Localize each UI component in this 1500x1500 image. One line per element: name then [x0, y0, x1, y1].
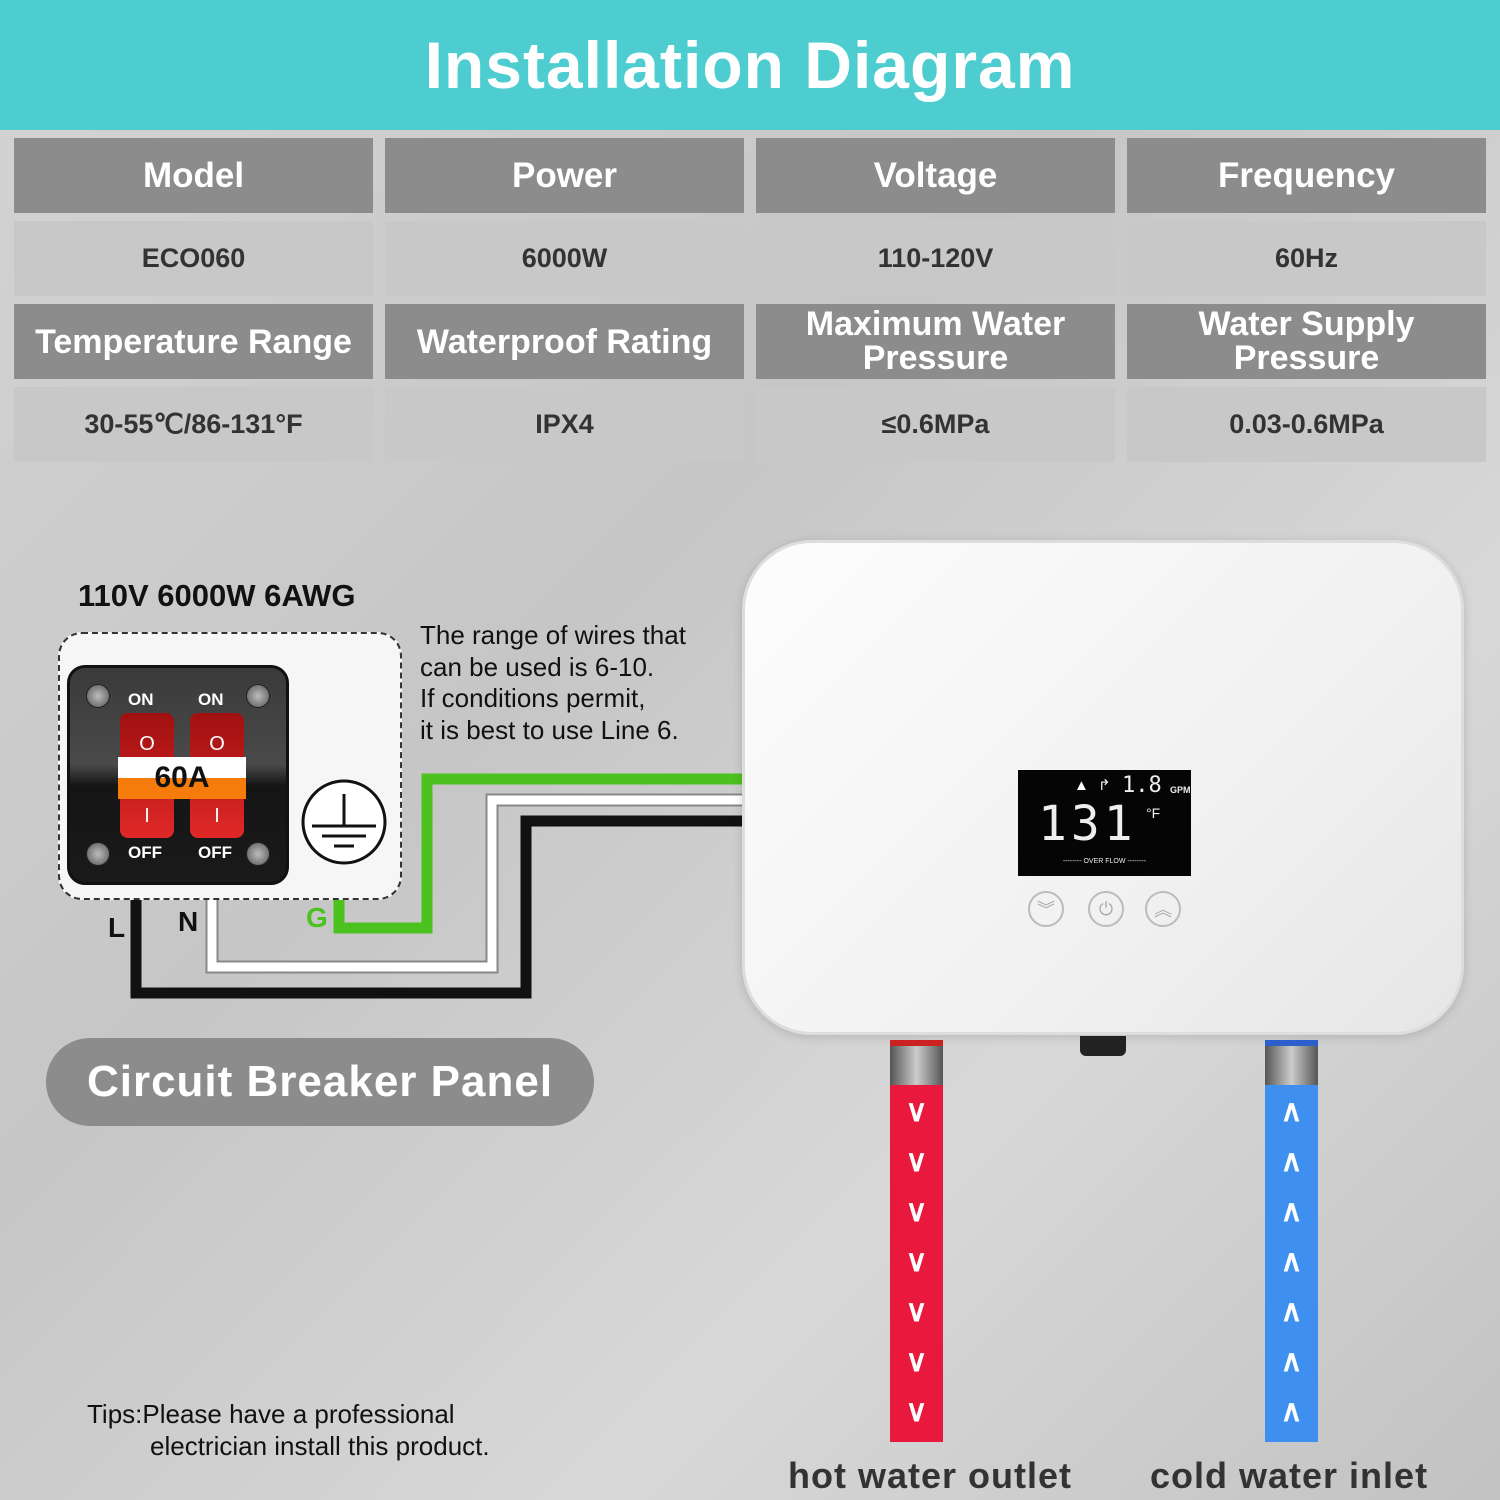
- power-button[interactable]: ⏻: [1088, 891, 1124, 927]
- shower-icon: ↱: [1098, 777, 1111, 794]
- on-symbol: O: [209, 733, 225, 755]
- panel-label: Circuit Breaker Panel: [46, 1038, 594, 1126]
- flame-icon: ▲: [1074, 777, 1089, 794]
- flow-down-arrow-icon: ∨: [905, 1245, 928, 1278]
- mount-bracket: [1080, 1036, 1126, 1056]
- spec-value: IPX4: [385, 387, 744, 462]
- neutral-wire: [207, 795, 745, 972]
- wire-spec: 110V 6000W 6AWG: [78, 578, 356, 613]
- temp-up-button[interactable]: ︽: [1145, 891, 1181, 927]
- temp-down-button[interactable]: ︾: [1028, 891, 1064, 927]
- flow-down-arrow-icon: ∨: [905, 1395, 928, 1428]
- power-icon: ⏻: [1098, 898, 1114, 919]
- live-wire: [130, 815, 745, 999]
- flow-down-arrow-icon: ∨: [905, 1095, 928, 1128]
- screw-icon: [86, 684, 110, 708]
- flow-down-arrow-icon: ∨: [905, 1295, 928, 1328]
- flow-up-arrow-icon: ∧: [1280, 1345, 1303, 1378]
- hot-water-pipe: ∨ ∨ ∨ ∨ ∨ ∨ ∨: [890, 1085, 943, 1442]
- spec-header: Water Supply Pressure: [1127, 304, 1486, 379]
- cold-fitting: [1265, 1040, 1318, 1085]
- on-symbol: O: [139, 733, 155, 755]
- circuit-breaker: ON ON O I O I 60A OFF OFF: [67, 665, 289, 885]
- screw-icon: [246, 684, 270, 708]
- chevron-down-icon: ︾: [1037, 900, 1055, 920]
- spec-value: 110-120V: [756, 221, 1115, 296]
- on-label: ON: [198, 690, 224, 709]
- temperature-value: 131: [1038, 796, 1137, 852]
- tips: Tips:Please have a professional electric…: [87, 1398, 490, 1462]
- spec-value: 60Hz: [1127, 221, 1486, 296]
- spec-header: Model: [14, 138, 373, 213]
- spec-header: Waterproof Rating: [385, 304, 744, 379]
- hot-fitting: [890, 1040, 943, 1085]
- header-banner: Installation Diagram: [0, 0, 1500, 130]
- chevron-up-icon: ︽: [1154, 900, 1172, 920]
- neutral-label: N: [178, 906, 199, 937]
- off-label: OFF: [128, 843, 162, 862]
- page-title: Installation Diagram: [424, 28, 1076, 102]
- flow-value: 1.8: [1122, 773, 1162, 798]
- flow-up-arrow-icon: ∧: [1280, 1245, 1303, 1278]
- wire-note: The range of wires that can be used is 6…: [420, 620, 686, 746]
- spec-value: ECO060: [14, 221, 373, 296]
- spec-value: ≤0.6MPa: [756, 387, 1115, 462]
- live-label: L: [108, 912, 126, 943]
- status-line: -------- OVER FLOW --------: [1062, 858, 1147, 865]
- note-line: If conditions permit,: [420, 683, 646, 713]
- off-symbol: I: [144, 805, 150, 827]
- spec-value: 0.03-0.6MPa: [1127, 387, 1486, 462]
- flow-unit: GPM: [1170, 785, 1191, 795]
- flow-down-arrow-icon: ∨: [905, 1195, 928, 1228]
- hot-water-label: hot water outlet: [788, 1455, 1072, 1496]
- note-line: can be used is 6-10.: [420, 651, 655, 682]
- status-text: OVER FLOW: [1083, 858, 1126, 865]
- on-label: ON: [128, 690, 154, 709]
- note-line: The range of wires that: [420, 620, 686, 650]
- ground-label: G: [306, 902, 328, 933]
- cold-water-pipe: ∧ ∧ ∧ ∧ ∧ ∧ ∧: [1265, 1085, 1318, 1442]
- ground-symbol-icon: [301, 779, 387, 865]
- tips-line: Tips:Please have a professional: [87, 1399, 455, 1429]
- off-label: OFF: [198, 843, 232, 862]
- flow-down-arrow-icon: ∨: [905, 1345, 928, 1378]
- spec-value: 30-55℃/86-131°F: [14, 387, 373, 462]
- spec-table: Model Power Voltage Frequency ECO060 600…: [14, 138, 1486, 462]
- flow-up-arrow-icon: ∧: [1280, 1195, 1303, 1228]
- spec-header: Voltage: [756, 138, 1115, 213]
- screw-icon: [86, 842, 110, 866]
- spec-header: Maximum Water Pressure: [756, 304, 1115, 379]
- off-symbol: I: [214, 805, 220, 827]
- flow-up-arrow-icon: ∧: [1280, 1145, 1303, 1178]
- flow-up-arrow-icon: ∧: [1280, 1295, 1303, 1328]
- spec-header: Temperature Range: [14, 304, 373, 379]
- temperature-unit: °F: [1146, 805, 1161, 821]
- spec-value: 6000W: [385, 221, 744, 296]
- lcd-display: ▲ ↱ 1.8 GPM 131 °F -------- OVER FLOW --…: [1018, 770, 1191, 876]
- screw-icon: [246, 842, 270, 866]
- amp-rating: 60A: [118, 757, 246, 799]
- flow-down-arrow-icon: ∨: [905, 1145, 928, 1178]
- note-line: it is best to use Line 6.: [420, 714, 679, 745]
- spec-header: Power: [385, 138, 744, 213]
- cold-water-label: cold water inlet: [1150, 1455, 1429, 1496]
- flow-up-arrow-icon: ∧: [1280, 1395, 1303, 1428]
- flow-up-arrow-icon: ∧: [1280, 1095, 1303, 1128]
- tips-line: electrician install this product.: [150, 1431, 490, 1461]
- ground-wire: [333, 773, 745, 934]
- spec-header: Frequency: [1127, 138, 1486, 213]
